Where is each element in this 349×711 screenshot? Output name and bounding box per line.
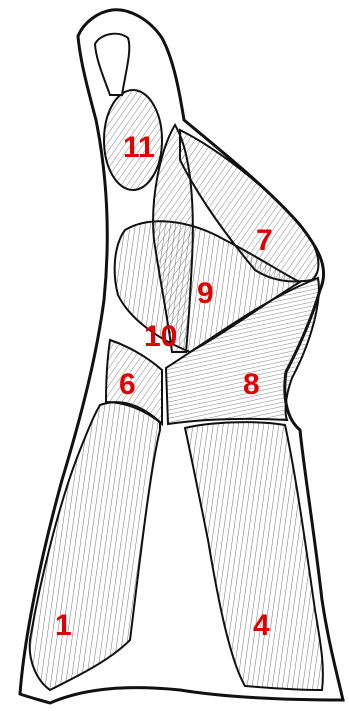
region-11 <box>104 90 162 190</box>
